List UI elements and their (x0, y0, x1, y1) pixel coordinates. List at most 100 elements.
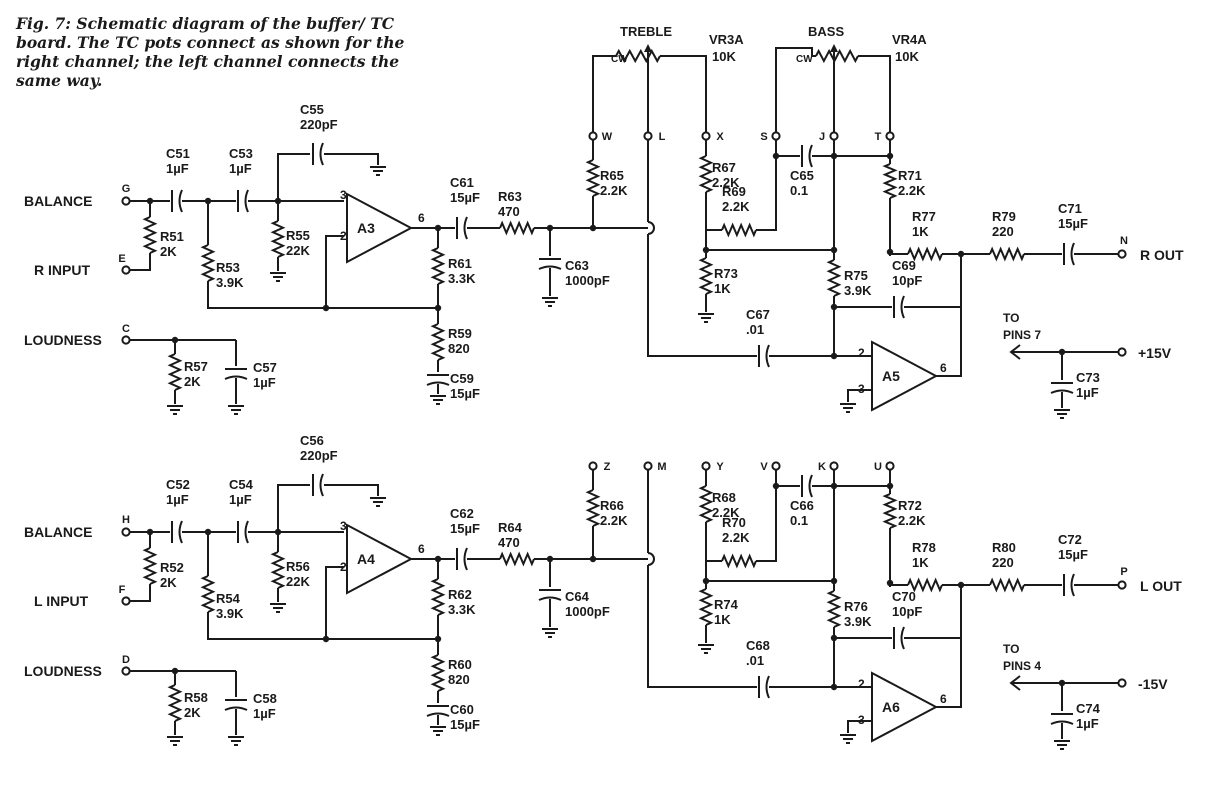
terminal-label-v: V (760, 461, 768, 473)
resistor-r60 (430, 654, 446, 692)
wiper-arrow (644, 44, 652, 52)
resistor-r63 (499, 220, 535, 236)
pin-2: 2 (858, 346, 865, 360)
component-value: 1µF (1076, 716, 1099, 731)
component-value: 22K (286, 243, 310, 258)
component-value: 3.3K (448, 602, 476, 617)
capacitor-c67 (758, 344, 770, 368)
resistor-r51 (142, 216, 158, 254)
component-ref: R71 (898, 168, 922, 183)
terminal-e (121, 265, 131, 275)
component-ref: C54 (229, 477, 254, 492)
resistor-r62 (430, 578, 446, 616)
resistor-r55 (270, 220, 286, 258)
component-value: 22K (286, 574, 310, 589)
capacitor-c64 (538, 589, 562, 601)
r-out-label: R OUT (1140, 247, 1184, 263)
component-value: 220 (992, 555, 1014, 570)
opamp-a3 (346, 192, 414, 264)
component-label-c68: C68.01 (746, 638, 770, 668)
component-value: 10pF (892, 273, 922, 288)
component-value: 1000pF (565, 273, 610, 288)
capacitor-c74 (1050, 713, 1074, 725)
terminal-t (885, 131, 895, 141)
component-value: 1µF (253, 375, 276, 390)
plus-15v-label: +15V (1138, 345, 1172, 361)
resistor-r80 (989, 577, 1025, 593)
component-ref: R75 (844, 268, 868, 283)
component-ref: R52 (160, 560, 184, 575)
terminal-label-g: G (122, 183, 131, 195)
component-ref: R69 (722, 184, 746, 199)
component-ref: C64 (565, 589, 590, 604)
component-value: 3.9K (216, 606, 244, 621)
pin-6: 6 (418, 211, 425, 225)
terminal-label-x: X (716, 131, 724, 143)
component-value: 2K (184, 705, 201, 720)
pin-6: 6 (418, 542, 425, 556)
terminal-k (829, 461, 839, 471)
terminal-label-k: K (818, 461, 826, 473)
terminal-p (1117, 678, 1127, 688)
wire (847, 720, 872, 733)
resistor-r75 (826, 259, 842, 297)
component-ref: R51 (160, 229, 184, 244)
component-ref: C65 (790, 168, 814, 183)
wire (207, 281, 438, 309)
component-value: 15µF (450, 717, 480, 732)
capacitor-c51 (171, 189, 183, 213)
terminal-z (588, 461, 598, 471)
component-value: 2K (184, 374, 201, 389)
terminal-j (829, 131, 839, 141)
resistor-r78 (907, 577, 943, 593)
resistor-r65 (585, 159, 601, 197)
component-ref: C71 (1058, 201, 1082, 216)
wire (647, 234, 757, 357)
component-value: 0.1 (790, 183, 808, 198)
component-ref: C67 (746, 307, 770, 322)
component-ref: R62 (448, 587, 472, 602)
wire (833, 669, 872, 688)
r-input-label: R INPUT (34, 262, 90, 278)
bass-ref: VR4A (892, 32, 927, 47)
treble-cw: CW (611, 54, 628, 65)
pin-6: 6 (940, 361, 947, 375)
terminal-y (701, 461, 711, 471)
terminal-d (121, 666, 131, 676)
component-value: 1µF (166, 492, 189, 507)
resistor-r71 (882, 163, 898, 199)
wire (936, 254, 962, 377)
component-value: 1K (714, 612, 731, 627)
terminal-label-n: N (1120, 235, 1128, 247)
capacitor-c73 (1050, 382, 1074, 394)
wire (660, 55, 707, 132)
bass-value: 10K (895, 49, 919, 64)
resistor-r69 (721, 222, 757, 238)
component-ref: R57 (184, 359, 208, 374)
opamp-a4 (346, 523, 414, 595)
component-value: 15µF (1058, 216, 1088, 231)
terminal-v (771, 461, 781, 471)
component-ref: R64 (498, 520, 523, 535)
resistor-r61 (430, 247, 446, 285)
component-value: 1K (714, 281, 731, 296)
